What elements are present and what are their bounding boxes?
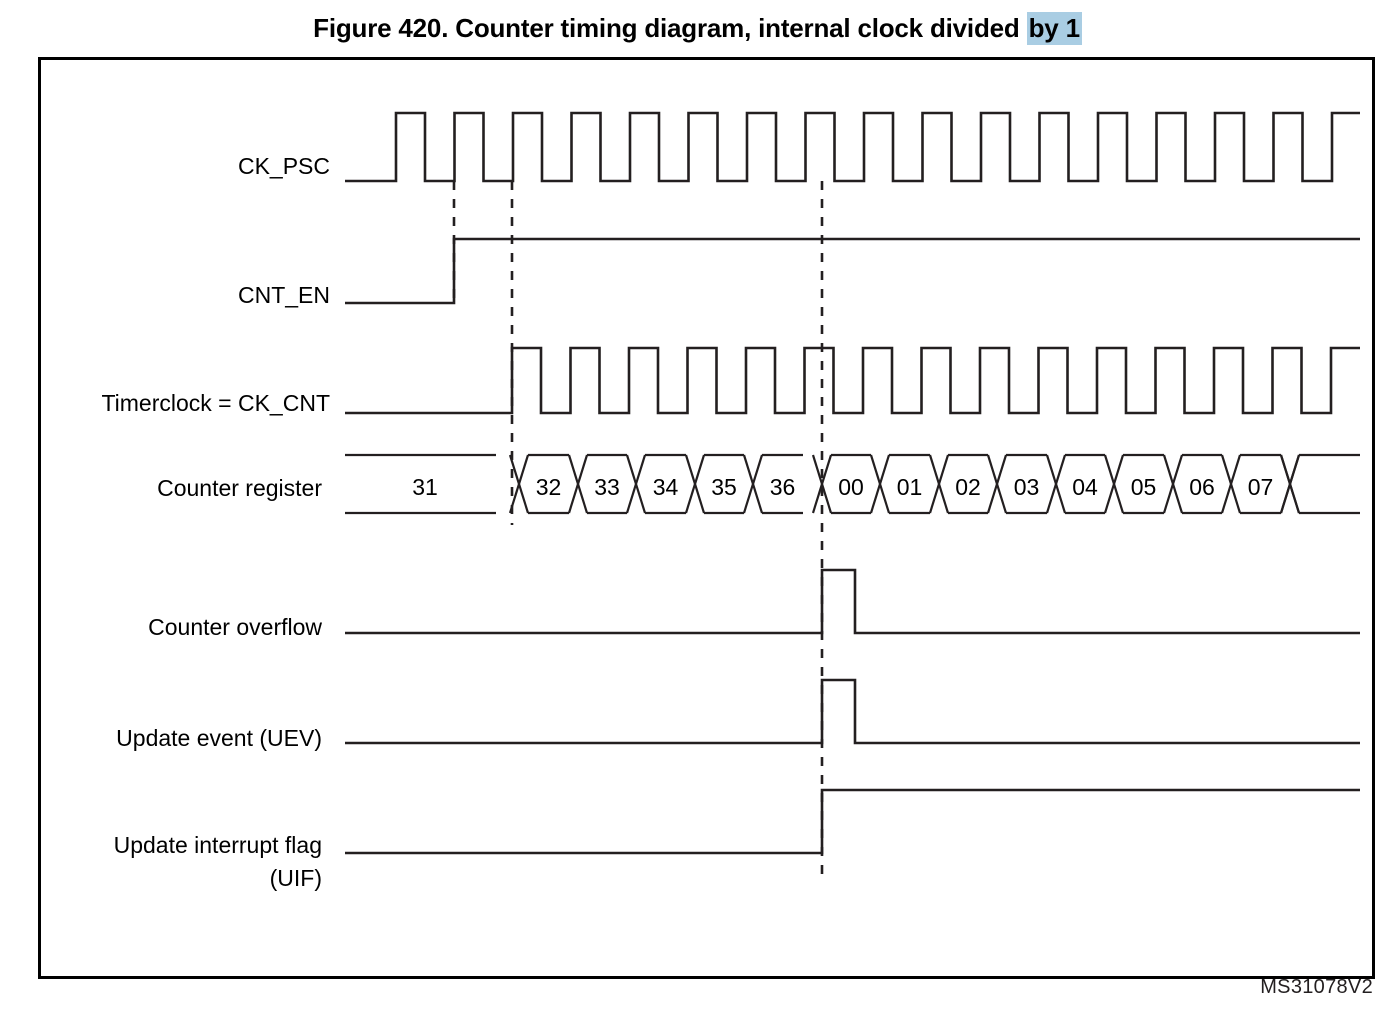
counter-register-value: 31 (412, 474, 438, 500)
counter-register-value: 01 (897, 474, 923, 500)
bus-transition-edge (1045, 454, 1067, 514)
counter-register-value: 00 (838, 474, 864, 500)
waveform-update-interrupt-flag (345, 788, 1360, 855)
signal-label-update-event: Update event (UEV) (116, 725, 322, 751)
signal-label-uif-line2: (UIF) (270, 865, 322, 891)
signal-labels: CK_PSC CNT_EN Timerclock = CK_CNT Counter r… (101, 153, 330, 891)
bus-transition-edge (811, 454, 833, 514)
counter-register-value: 07 (1248, 474, 1274, 500)
waveform-counter-overflow (345, 568, 1360, 635)
counter-register-value: 02 (955, 474, 981, 500)
bus-transition-edge (869, 454, 891, 514)
waveform-update-event (345, 678, 1360, 745)
signal-label-uif-line1: Update interrupt flag (114, 832, 322, 858)
figure-title-text: Figure 420. Counter timing diagram, inte… (313, 13, 1027, 43)
counter-register-value: 32 (536, 474, 562, 500)
bus-transition-edge (742, 454, 764, 514)
counter-register-value: 35 (711, 474, 737, 500)
signal-label-counter-overflow: Counter overflow (148, 614, 322, 640)
bus-transition-edge (1103, 454, 1125, 514)
figure-title-highlight: by 1 (1026, 12, 1082, 45)
bus-transition-edge (928, 454, 950, 514)
bus-transition-edge (1220, 454, 1242, 514)
bus-transition-edge (625, 454, 647, 514)
counter-register-value: 36 (770, 474, 796, 500)
bus-transition-edge (567, 454, 589, 514)
bus-transition-edge (684, 454, 706, 514)
counter-register-value: 03 (1014, 474, 1040, 500)
waveform-cnt-en (345, 237, 1360, 305)
bus-transition-edge (986, 454, 1008, 514)
bus-transition-edge (1162, 454, 1184, 514)
signal-label-ck-cnt: Timerclock = CK_CNT (101, 390, 330, 416)
timing-markers (452, 181, 824, 880)
waveform-ck-cnt (345, 346, 1360, 415)
counter-register-value: 34 (653, 474, 679, 500)
bus-transition-edge (1279, 454, 1301, 514)
counter-register-value: 04 (1072, 474, 1098, 500)
counter-register-bus: 31 32 33 34 35 36 00 01 02 03 04 05 06 07 (345, 453, 1360, 515)
counter-register-value: 05 (1131, 474, 1157, 500)
signal-label-ck-psc: CK_PSC (238, 153, 330, 179)
signal-label-counter-register: Counter register (157, 475, 322, 501)
counter-register-value: 06 (1189, 474, 1215, 500)
figure-frame (38, 57, 1375, 979)
figure-title: Figure 420. Counter timing diagram, inte… (0, 12, 1395, 45)
document-watermark: MS31078V2 (1260, 976, 1373, 998)
signal-label-cnt-en: CNT_EN (238, 282, 330, 308)
bus-transition-edge (508, 454, 530, 514)
waveform-ck-psc (345, 111, 1360, 183)
counter-register-value: 33 (594, 474, 620, 500)
